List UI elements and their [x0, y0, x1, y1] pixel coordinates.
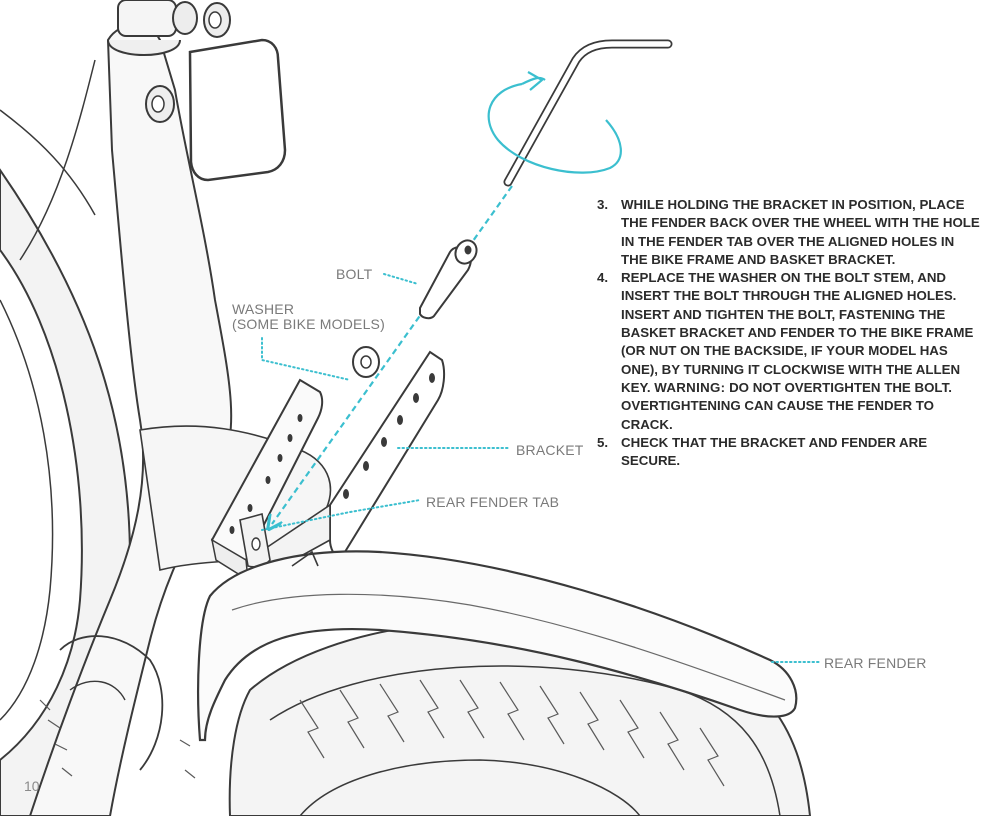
step-5: 5. CHECK THAT THE BRACKET AND FENDER ARE…	[597, 434, 982, 471]
callout-bolt: BOLT	[336, 266, 372, 282]
callout-washer: WASHER (SOME BIKE MODELS)	[232, 302, 385, 332]
step-text: REPLACE THE WASHER ON THE BOLT STEM, AND…	[621, 270, 973, 395]
step-text: WHILE HOLDING THE BRACKET IN POSITION, P…	[621, 196, 982, 269]
instruction-steps: 3. WHILE HOLDING THE BRACKET IN POSITION…	[597, 196, 982, 470]
callout-washer-title: WASHER	[232, 302, 385, 317]
page-number: 10	[24, 778, 40, 794]
allen-key-icon	[508, 44, 668, 182]
callout-rear-fender-tab: REAR FENDER TAB	[426, 494, 559, 510]
warning-label: WARNING:	[654, 380, 725, 395]
callout-bracket: BRACKET	[516, 442, 584, 458]
step-3: 3. WHILE HOLDING THE BRACKET IN POSITION…	[597, 196, 982, 269]
step-body: REPLACE THE WASHER ON THE BOLT STEM, AND…	[621, 269, 982, 434]
step-number: 4.	[597, 269, 621, 434]
step-text: CHECK THAT THE BRACKET AND FENDER ARE SE…	[621, 434, 982, 471]
rotation-arrow-icon	[489, 72, 621, 173]
callout-washer-note: (SOME BIKE MODELS)	[232, 317, 385, 332]
step-4: 4. REPLACE THE WASHER ON THE BOLT STEM, …	[597, 269, 982, 434]
step-number: 3.	[597, 196, 621, 269]
washer-icon	[353, 347, 379, 377]
step-number: 5.	[597, 434, 621, 471]
callout-rear-fender: REAR FENDER	[824, 655, 927, 671]
bolt-icon	[420, 237, 481, 319]
